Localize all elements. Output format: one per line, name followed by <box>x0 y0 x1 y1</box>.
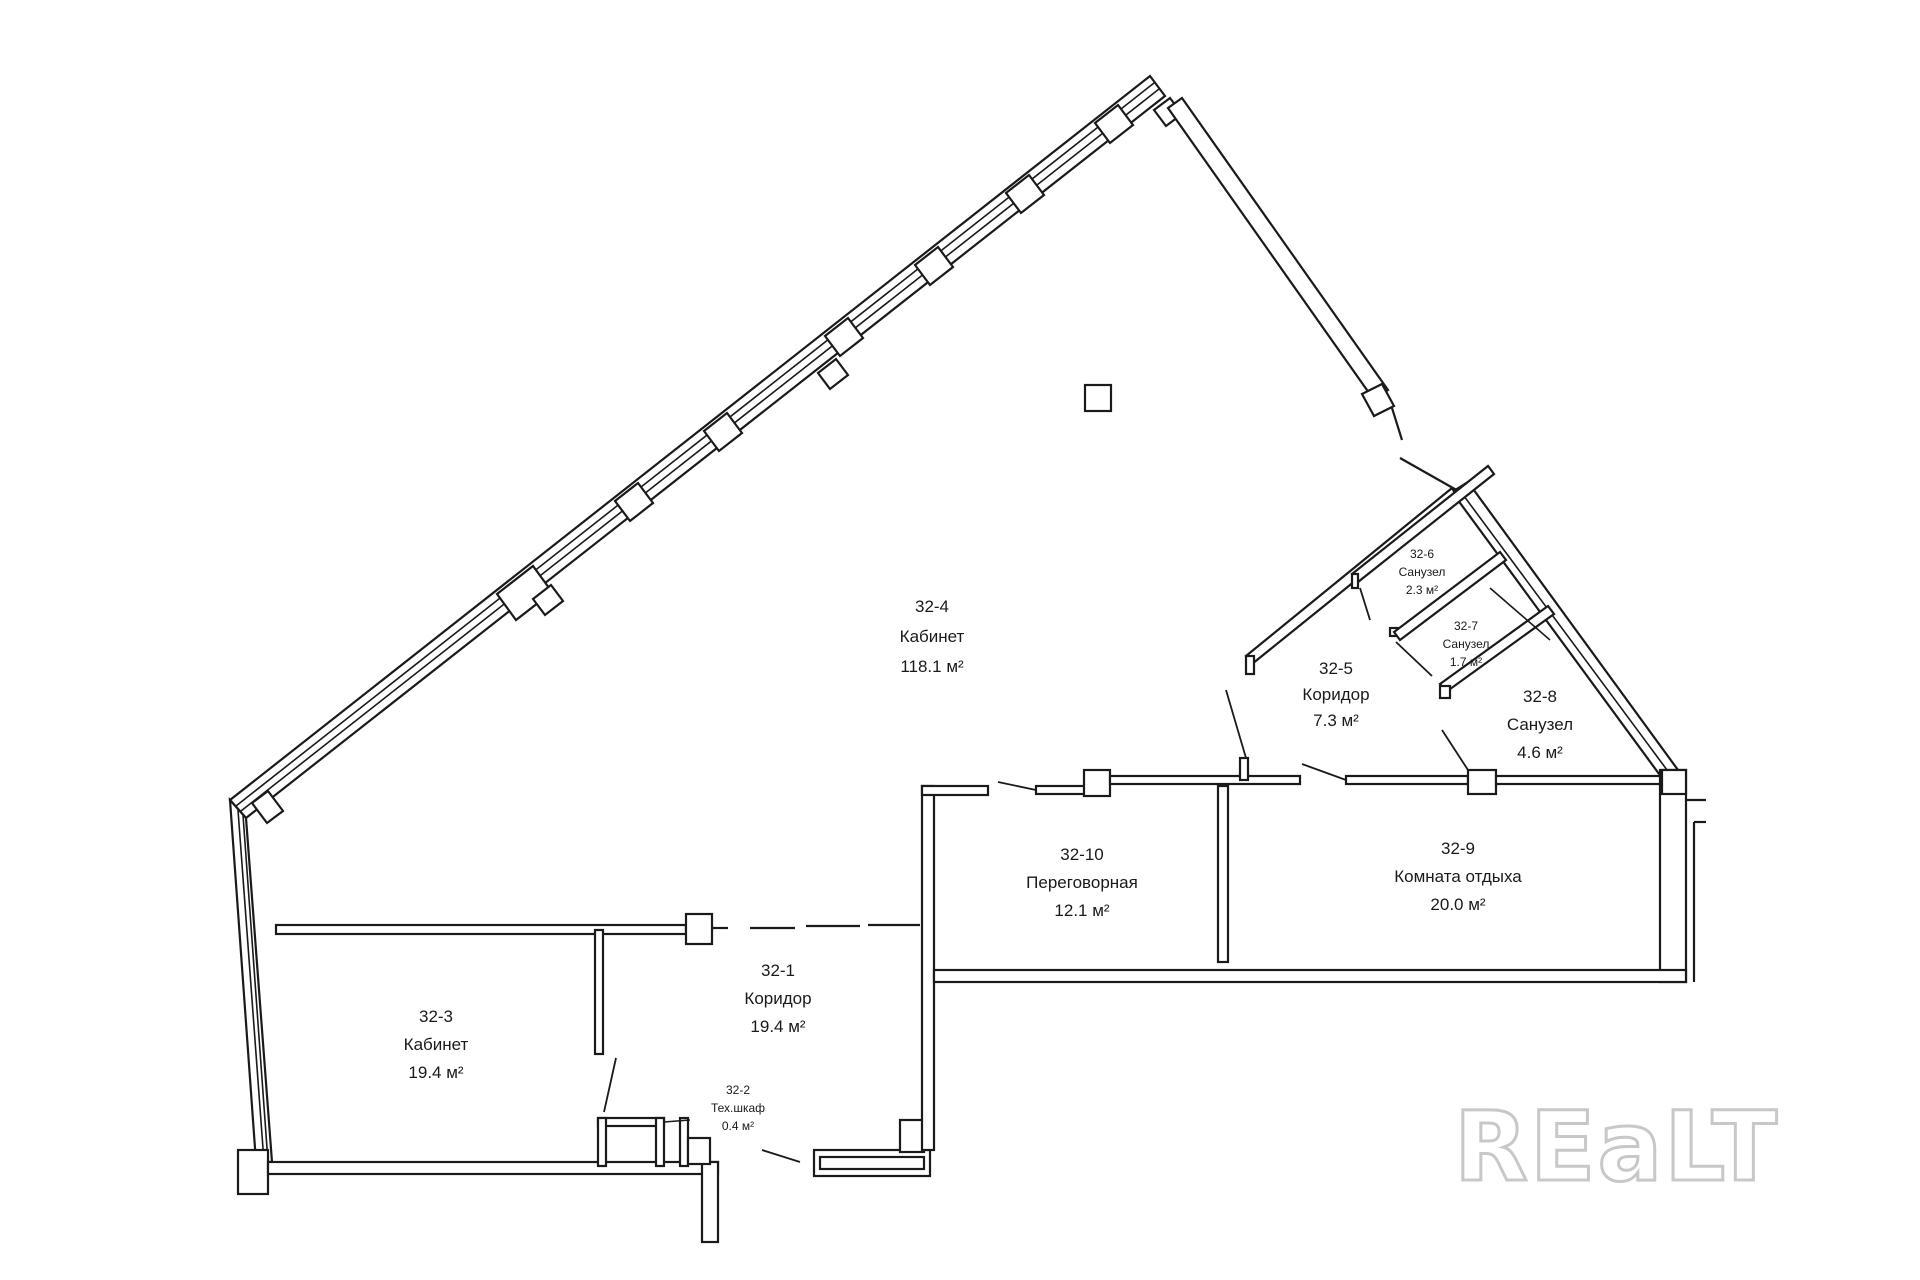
svg-text:118.1 м²: 118.1 м² <box>900 657 964 676</box>
column-block <box>816 357 850 391</box>
column-block <box>1083 383 1113 413</box>
svg-text:32-7: 32-7 <box>1454 619 1478 633</box>
svg-text:32-9: 32-9 <box>1441 839 1475 858</box>
realt-watermark: REaLT <box>1454 1091 1779 1203</box>
svg-text:Санузел: Санузел <box>1443 637 1490 651</box>
west-wall <box>228 796 274 1196</box>
svg-text:32-6: 32-6 <box>1410 547 1434 561</box>
svg-text:Санузел: Санузел <box>1399 565 1446 579</box>
svg-text:19.4 м²: 19.4 м² <box>408 1063 463 1082</box>
office-32-3-walls <box>274 912 920 1113</box>
svg-text:Тех.шкаф: Тех.шкаф <box>711 1101 765 1115</box>
meeting-room-walls <box>920 689 1706 1152</box>
room-label-32-8: 32-8 Санузел 4.6 м² <box>1507 687 1573 762</box>
diagonal-window-wall <box>228 74 1167 825</box>
svg-text:20.0 м²: 20.0 м² <box>1430 895 1485 914</box>
northeast-wall <box>1166 96 1461 493</box>
south-wall <box>266 1118 932 1244</box>
svg-text:1.7 м²: 1.7 м² <box>1450 655 1482 669</box>
room-label-32-3: 32-3 Кабинет 19.4 м² <box>404 1007 469 1082</box>
svg-text:Кабинет: Кабинет <box>404 1035 469 1054</box>
svg-text:2.3 м²: 2.3 м² <box>1406 583 1438 597</box>
svg-text:32-2: 32-2 <box>726 1083 750 1097</box>
svg-text:Комната отдыха: Комната отдыха <box>1394 867 1522 886</box>
svg-text:32-4: 32-4 <box>915 597 949 616</box>
svg-text:Переговорная: Переговорная <box>1026 873 1138 892</box>
svg-text:Коридор: Коридор <box>744 989 811 1008</box>
svg-text:7.3 м²: 7.3 м² <box>1313 711 1359 730</box>
room-label-32-1: 32-1 Коридор 19.4 м² <box>744 961 811 1036</box>
svg-text:0.4 м²: 0.4 м² <box>722 1119 754 1133</box>
room-label-32-6: 32-6 Санузел 2.3 м² <box>1399 547 1446 597</box>
room-label-32-5: 32-5 Коридор 7.3 м² <box>1302 659 1369 730</box>
column-block <box>531 583 565 617</box>
svg-text:4.6 м²: 4.6 м² <box>1517 743 1563 762</box>
sanitary-block-walls <box>1244 464 1556 700</box>
svg-text:32-8: 32-8 <box>1523 687 1557 706</box>
svg-text:12.1 м²: 12.1 м² <box>1054 901 1109 920</box>
room-label-32-9: 32-9 Комната отдыха 20.0 м² <box>1394 839 1522 914</box>
svg-text:Коридор: Коридор <box>1302 685 1369 704</box>
svg-text:32-10: 32-10 <box>1060 845 1103 864</box>
svg-text:32-3: 32-3 <box>419 1007 453 1026</box>
room-label-32-7: 32-7 Санузел 1.7 м² <box>1443 619 1490 669</box>
room-label-32-4: 32-4 Кабинет 118.1 м² <box>900 597 965 676</box>
svg-text:32-5: 32-5 <box>1319 659 1353 678</box>
room-label-32-10: 32-10 Переговорная 12.1 м² <box>1026 845 1138 920</box>
svg-text:Кабинет: Кабинет <box>900 627 965 646</box>
svg-text:Санузел: Санузел <box>1507 715 1573 734</box>
tech-cabinet-walls <box>596 1116 712 1168</box>
svg-text:32-1: 32-1 <box>761 961 795 980</box>
svg-text:19.4 м²: 19.4 м² <box>750 1017 805 1036</box>
room-label-32-2: 32-2 Тех.шкаф 0.4 м² <box>711 1083 765 1133</box>
